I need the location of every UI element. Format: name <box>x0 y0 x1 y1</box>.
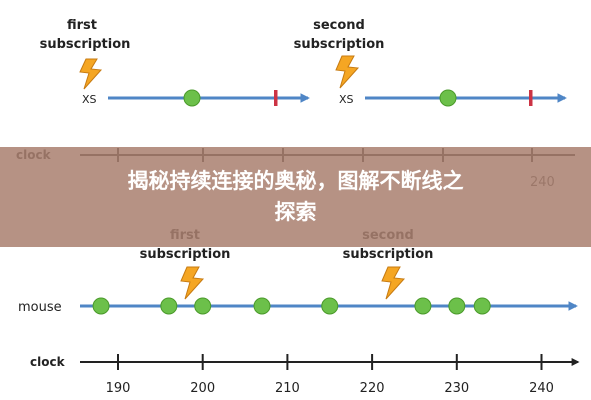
article-title-banner: 揭秘持续连接的奥秘，图解不断线之 探索 <box>0 147 591 247</box>
mouse-event-marble <box>448 297 466 315</box>
mouse-event-marble <box>321 297 339 315</box>
top-first-label-line1: first <box>67 18 97 33</box>
clock-tick-label: 240 <box>529 381 554 396</box>
lightning-bolt-icon <box>381 266 406 300</box>
banner-title-line1: 揭秘持续连接的奥秘，图解不断线之 <box>127 169 464 193</box>
bottom-clock-ticks: 190 200 210 220 230 240 <box>106 354 554 396</box>
clock-tick-label: 230 <box>444 381 469 396</box>
lightning-bolt-icon <box>335 55 360 89</box>
top-first-subscription-panel: first subscription XS <box>40 18 310 107</box>
mouse-event-marble <box>253 297 271 315</box>
banner-title-line2: 探索 <box>274 200 317 224</box>
clock-tick-label: 210 <box>275 381 300 396</box>
top-first-stream-label: XS <box>82 93 97 106</box>
mouse-event-marble <box>414 297 432 315</box>
lightning-bolt-icon <box>180 266 205 300</box>
bottom-clock-label: clock <box>30 355 66 369</box>
mouse-event-marble <box>92 297 110 315</box>
mouse-event-marble <box>160 297 178 315</box>
bottom-second-label-line2: subscription <box>343 247 434 262</box>
top-second-stream-label: XS <box>339 93 354 106</box>
bottom-first-label-line2: subscription <box>140 247 231 262</box>
top-second-unsubscribe-marker <box>529 90 533 106</box>
mouse-stream: mouse <box>18 297 578 315</box>
top-first-event-marble <box>183 89 201 107</box>
top-second-label-line2: subscription <box>294 37 385 52</box>
mouse-stream-label: mouse <box>18 300 62 315</box>
lightning-bolt-icon <box>79 58 103 90</box>
clock-tick-label: 190 <box>106 381 131 396</box>
clock-tick-label: 200 <box>190 381 215 396</box>
top-first-unsubscribe-marker <box>274 90 278 106</box>
top-second-label-line1: second <box>313 18 365 33</box>
mouse-event-marbles <box>92 297 491 315</box>
top-second-subscription-panel: second subscription XS <box>294 18 567 107</box>
clock-tick-label: 220 <box>360 381 385 396</box>
mouse-event-marble <box>473 297 491 315</box>
top-second-event-marble <box>439 89 457 107</box>
top-first-label-line2: subscription <box>40 37 131 52</box>
mouse-event-marble <box>194 297 212 315</box>
bottom-clock-axis: clock 190 200 210 220 230 240 <box>30 354 580 396</box>
